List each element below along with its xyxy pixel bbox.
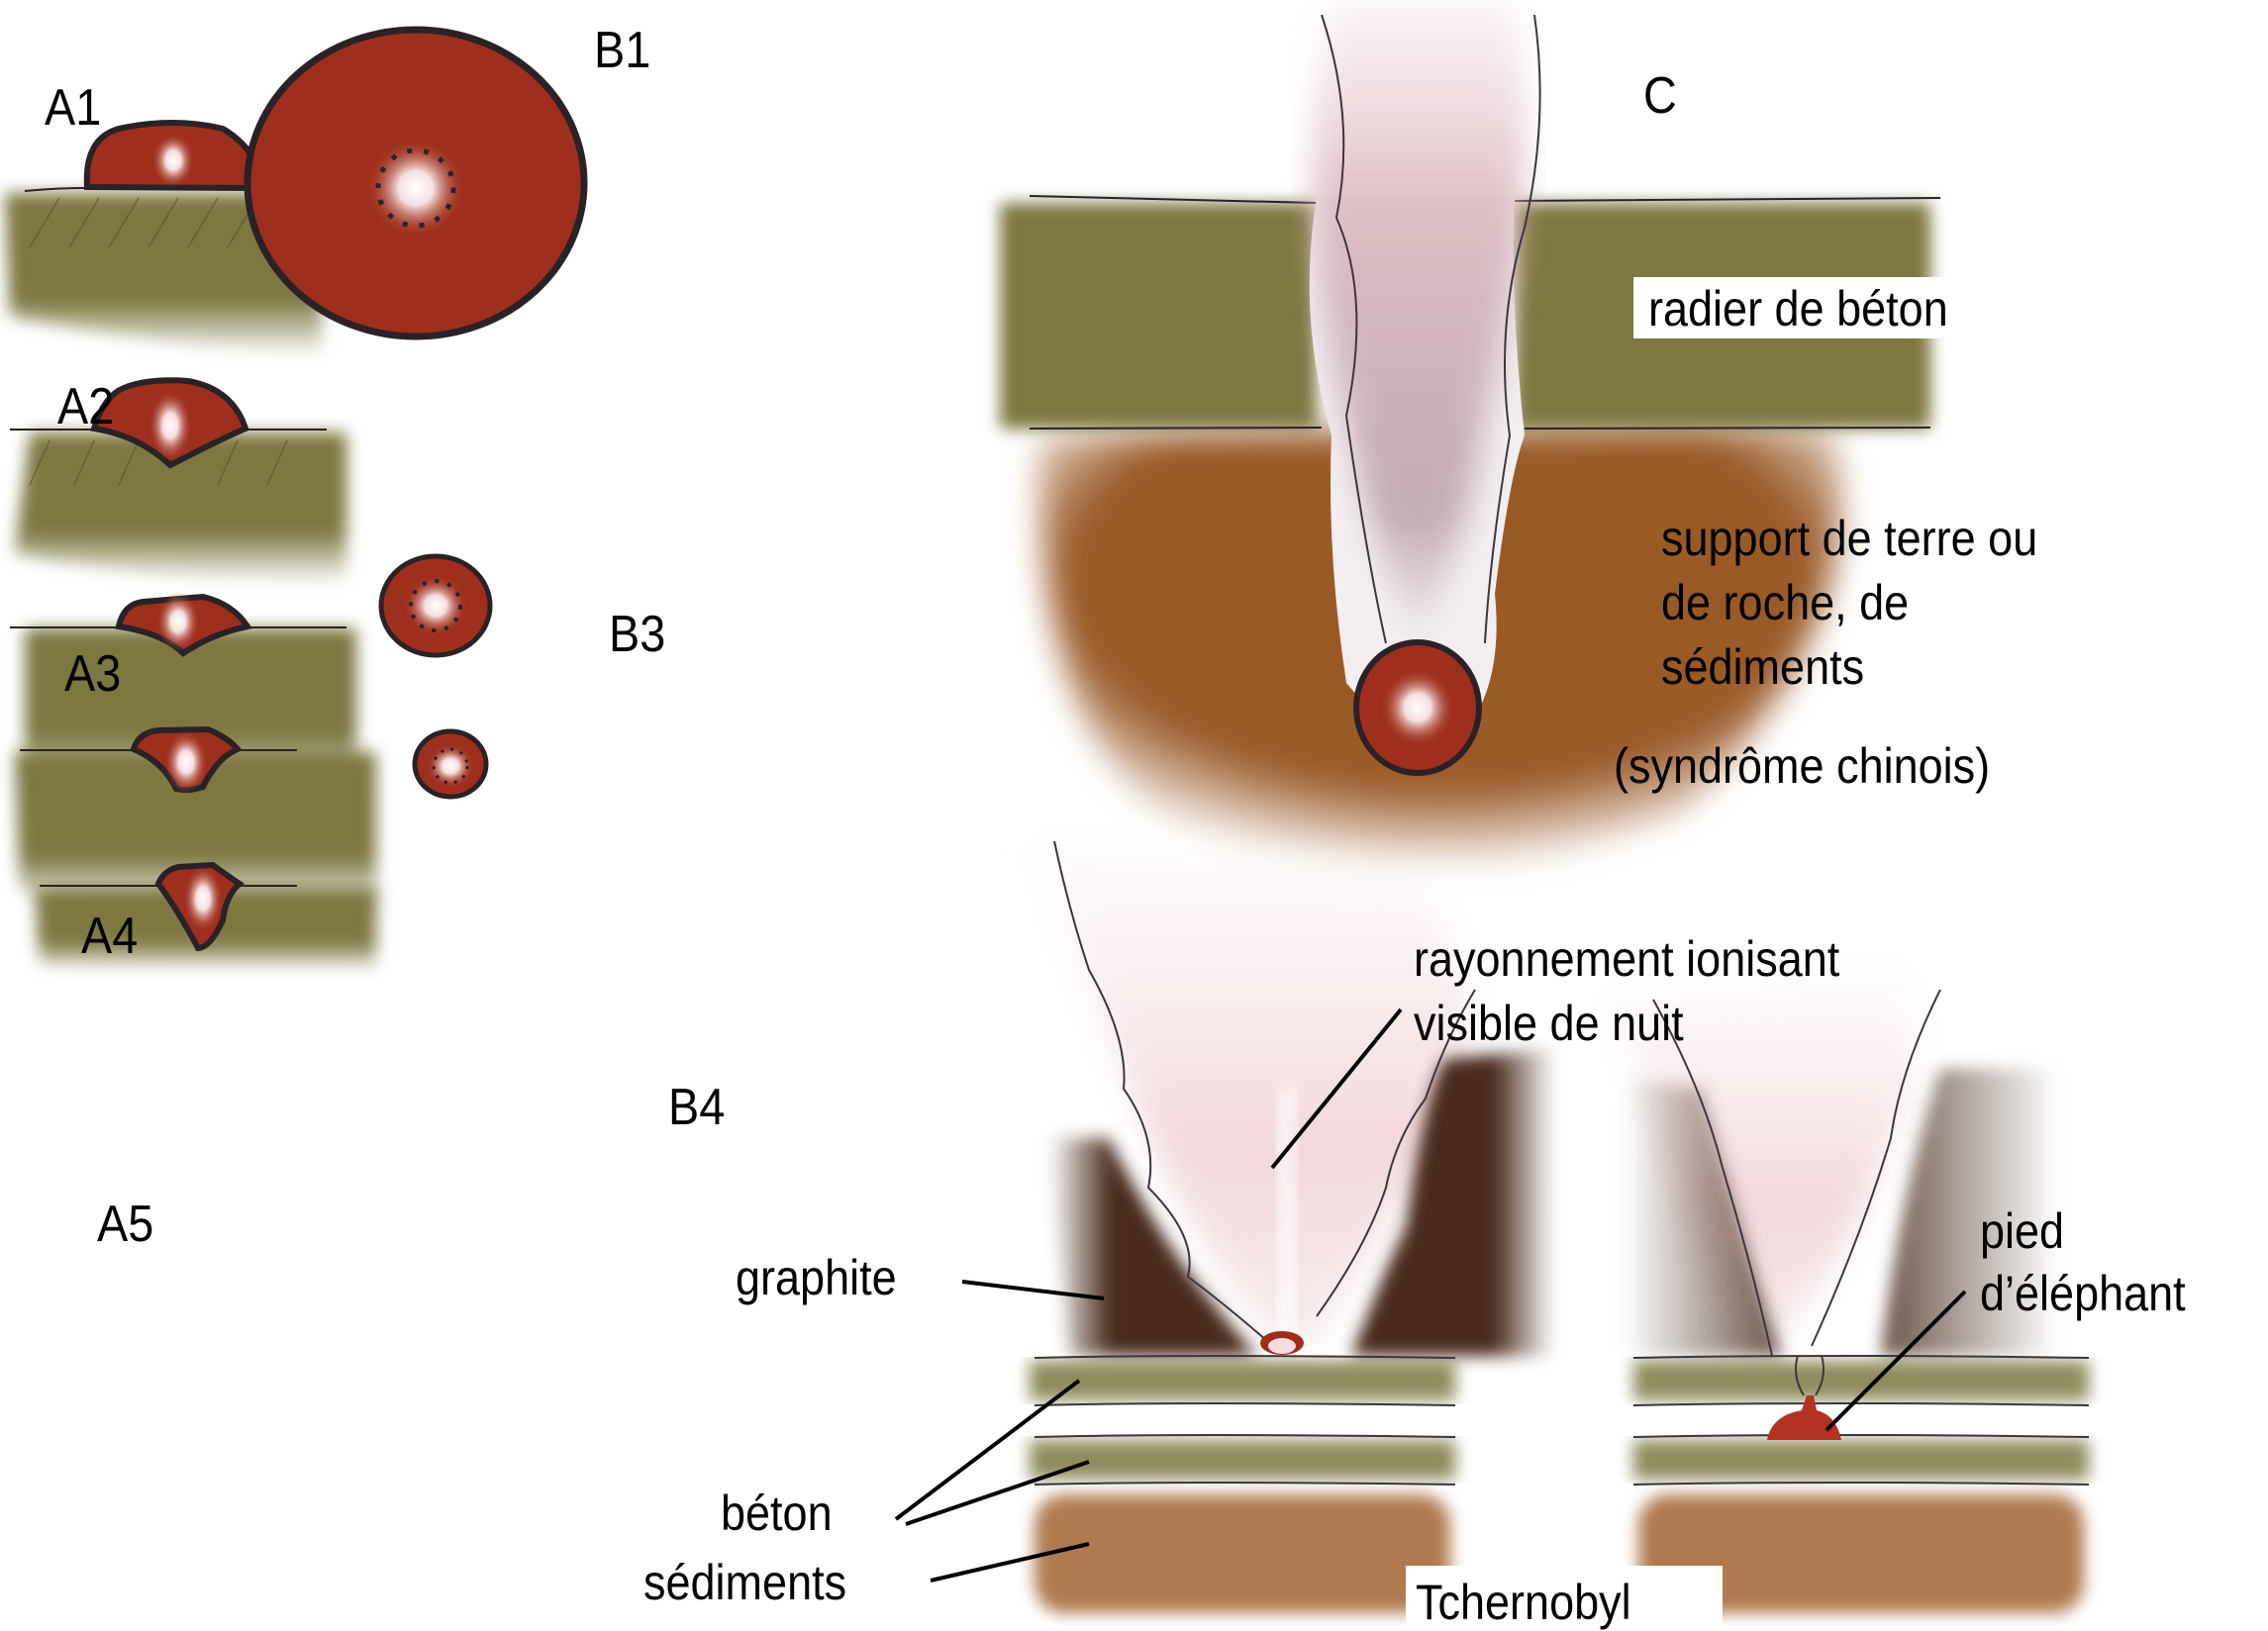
panel-c-china-syndrome bbox=[1000, 0, 2039, 872]
panel-label-a1: A1 bbox=[45, 79, 102, 137]
slab-edges bbox=[1029, 195, 1941, 430]
radiation-beam bbox=[1277, 1089, 1297, 1341]
panel-label-a5: A5 bbox=[97, 1196, 154, 1253]
label-support-line1: support de terre ou bbox=[1661, 511, 2038, 566]
label-syndrome-chinois: (syndrôme chinois) bbox=[1614, 738, 1991, 794]
crust-ring bbox=[375, 147, 456, 229]
elephant-foot bbox=[1767, 1395, 1841, 1440]
soil-layer bbox=[15, 432, 346, 584]
leader-sediments bbox=[930, 1542, 1090, 1583]
soil-layer bbox=[5, 193, 322, 356]
panel-label-a2: A2 bbox=[57, 378, 115, 435]
stage-a2-corium-sinking bbox=[10, 377, 346, 584]
leader-pied bbox=[1824, 1290, 1967, 1432]
hot-spot bbox=[183, 865, 223, 932]
leader-lines bbox=[894, 1007, 1967, 1583]
panel-label-b4: B4 bbox=[668, 1079, 726, 1136]
label-radier-de-beton: radier de béton bbox=[1648, 281, 1948, 336]
panel-label-c: C bbox=[1643, 67, 1677, 125]
label-sediments: sédiments bbox=[643, 1555, 847, 1610]
label-support-line3: sédiments bbox=[1661, 639, 1865, 695]
debris-right bbox=[1881, 1069, 2059, 1356]
top-view-b1 bbox=[244, 26, 588, 340]
panel-chernobyl bbox=[1030, 840, 2090, 1631]
concrete-layer-2-right bbox=[1633, 1440, 2089, 1480]
hot-spot bbox=[1380, 668, 1455, 747]
concrete-slab-left bbox=[1000, 203, 1317, 429]
smoke-outline bbox=[1053, 840, 1476, 1342]
label-rayonnement-line1: rayonnement ionisant bbox=[1414, 931, 1840, 987]
graphite-left bbox=[1049, 1138, 1257, 1356]
vapour-plume bbox=[1312, 0, 1525, 643]
stage-a5 bbox=[35, 861, 376, 972]
soil-layer bbox=[15, 752, 376, 911]
leader-beton-2 bbox=[905, 1460, 1090, 1526]
label-support-line2: de roche, de bbox=[1661, 575, 1910, 630]
hot-spot bbox=[366, 139, 465, 238]
hot-spot bbox=[148, 390, 192, 461]
debris-left bbox=[1624, 1079, 1782, 1356]
label-pied-line1: pied bbox=[1980, 1203, 2065, 1259]
panel-label-a4: A4 bbox=[81, 908, 139, 965]
layer-lines bbox=[1034, 1355, 2090, 1486]
label-graphite: graphite bbox=[736, 1250, 897, 1305]
leader-beton-1 bbox=[894, 1379, 1081, 1521]
smoke-plume-right bbox=[1604, 970, 1919, 1356]
smoke-plume-left bbox=[1030, 841, 1469, 1346]
hot-spot bbox=[156, 592, 200, 651]
panel-label-b3: B3 bbox=[609, 606, 666, 663]
graphite-right bbox=[1351, 1049, 1554, 1356]
label-background bbox=[1633, 277, 2039, 338]
concrete-layer-1 bbox=[1030, 1361, 1455, 1400]
label-beton: béton bbox=[721, 1486, 833, 1541]
label-rayonnement-line2: visible de nuit bbox=[1414, 996, 1684, 1051]
leader-rayonnement bbox=[1270, 1007, 1403, 1170]
label-pied-line2: d’éléphant bbox=[1980, 1266, 2186, 1321]
top-view-b4 bbox=[412, 728, 489, 800]
concrete-layer-2 bbox=[1030, 1440, 1455, 1480]
leader-graphite bbox=[961, 1280, 1105, 1300]
hot-spot bbox=[164, 730, 208, 794]
panel-label-b1: B1 bbox=[594, 22, 651, 79]
label-tchernobyl: Tchernobyl bbox=[1416, 1575, 1631, 1630]
hatching bbox=[29, 197, 258, 248]
stage-a4 bbox=[15, 725, 376, 911]
hot-spot bbox=[151, 133, 195, 188]
panel-label-a3: A3 bbox=[64, 645, 122, 703]
sediment-layer bbox=[1035, 1494, 1450, 1613]
sediment-layer-right bbox=[1638, 1494, 2084, 1613]
top-view-b3 bbox=[378, 553, 493, 658]
plume-outline bbox=[1321, 14, 1541, 644]
